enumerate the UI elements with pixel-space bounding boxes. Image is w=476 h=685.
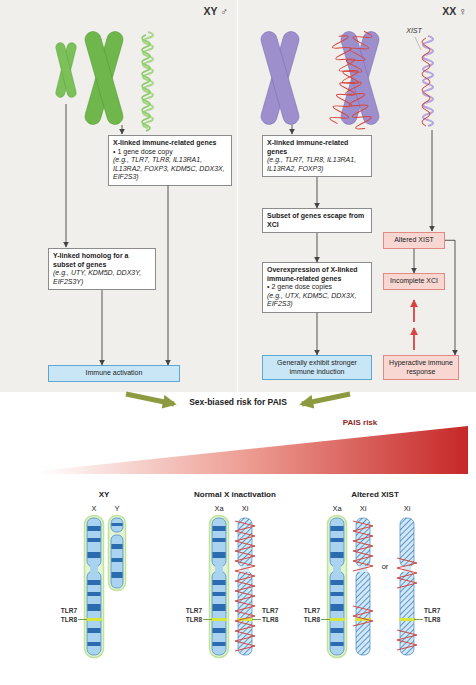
node-text: X-linked immune-related genes — [267, 139, 367, 156]
node-text: X-linked immune-related genes — [113, 139, 227, 148]
node-text: • 1 gene dose copy — [113, 148, 227, 157]
gene-label: TLR7 — [17, 607, 77, 614]
converge-arrow — [302, 394, 350, 404]
group-heading: Altered XIST — [295, 490, 455, 499]
xist-box: Altered XIST — [383, 232, 445, 249]
gene-label: XIST — [334, 27, 476, 35]
node-text: Y-linked homolog for a subset of genes — [53, 252, 151, 269]
node-text: Hyperactive immune response — [387, 359, 455, 376]
node-text: Altered XIST — [387, 236, 441, 245]
group-heading: XY — [24, 490, 184, 499]
chromosome-label: X — [14, 505, 174, 514]
y-chromosome — [109, 516, 126, 591]
xist-box: Hyperactive immune response — [383, 355, 459, 380]
process-box: Subset of genes escape from XCI — [262, 208, 372, 233]
converge-arrow — [126, 394, 174, 404]
inactive-x-chromosome — [397, 518, 417, 655]
xist-box: Incomplete XCI — [383, 273, 445, 290]
chromosome-label: Xa — [257, 505, 417, 514]
gene-label: TLR8 — [424, 616, 440, 623]
outcome-box: Generally exhibit stronger immune induct… — [262, 355, 372, 380]
inactive-x-chromosome — [235, 518, 255, 655]
gene-label: TLR7 — [142, 607, 202, 614]
x-chromosome — [85, 516, 104, 658]
chromosome-label: Xi — [165, 505, 325, 514]
risk-label: PAIS risk — [280, 418, 440, 427]
active-x-chromosome — [328, 516, 347, 658]
node-text: Incomplete XCI — [387, 277, 441, 286]
chromosome-label: Xi — [283, 505, 443, 514]
or-label: or — [305, 563, 465, 572]
gene-leader — [78, 619, 423, 620]
sex-panel: XY ♂ X-linked immune-related genes• 1 gen… — [0, 0, 238, 392]
chromosome-label: Xa — [139, 505, 299, 514]
chromosome-label: Y — [37, 505, 197, 514]
gene-label: TLR8 — [260, 616, 320, 623]
gene-label: TLR8 — [17, 616, 77, 623]
node-text: (e.g., UTY, KDM5D, DDX3Y, EIF2S3Y) — [53, 269, 151, 286]
group-heading: Normal X inactivation — [155, 490, 315, 499]
process-box: Overexpression of X-linked immune-relate… — [262, 262, 372, 313]
node-text: (e.g., TLR7, TLR8, IL13RA1, IL13RA2, FOX… — [113, 156, 227, 182]
node-text: Overexpression of X-linked immune-relate… — [267, 266, 367, 283]
process-box: X-linked immune-related genes(e.g., TLR7… — [262, 135, 372, 177]
chromosome-label: Xi — [327, 505, 476, 514]
active-x-chromosome — [210, 516, 229, 658]
panel-heading: XY ♂ — [203, 5, 228, 17]
section-title: Sex-biased risk for PAIS — [158, 398, 318, 408]
gene-label: TLR8 — [142, 616, 202, 623]
gene-label: TLR7 — [260, 607, 320, 614]
inactive-x-chromosome — [353, 518, 373, 655]
node-text: (e.g., TLR7, TLR8, IL13RA1, IL13RA2, FOX… — [267, 156, 367, 173]
process-box: Y-linked homolog for a subset of genes(e… — [48, 248, 156, 290]
node-text: • 2 gene dose copies — [267, 283, 367, 292]
node-text: (e.g., UTX, KDM5C, DDX3X, EIF2S3) — [267, 292, 367, 309]
panel-heading: XX ♀ — [442, 5, 467, 17]
gene-label: TLR8 — [262, 616, 278, 623]
gene-label: TLR7 — [262, 607, 278, 614]
sex-panel: XX ♀X-linked immune-related genes(e.g., … — [238, 0, 476, 392]
gene-label: TLR7 — [424, 607, 440, 614]
node-text: Subset of genes escape from XCI — [267, 212, 367, 229]
risk-gradient — [38, 426, 468, 474]
node-text: Immune activation — [53, 369, 175, 378]
node-text: Generally exhibit stronger immune induct… — [267, 359, 367, 376]
outcome-box: Immune activation — [48, 365, 180, 382]
process-box: X-linked immune-related genes• 1 gene do… — [108, 135, 232, 186]
